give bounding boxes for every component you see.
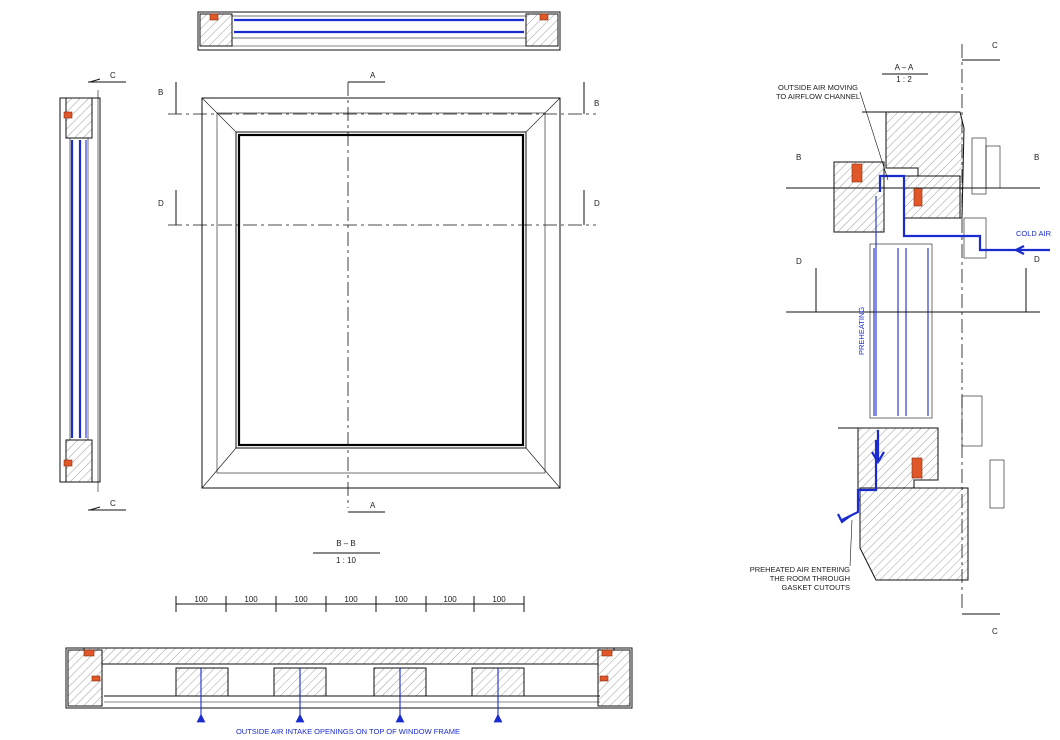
cut-c-label-bottom: C — [110, 499, 116, 508]
side-view-cc: C C — [59, 71, 126, 511]
section-bb-scale-text: 1 : 10 — [336, 556, 357, 565]
section-aa-scale-text: 1 : 2 — [896, 75, 912, 84]
top-plan-view — [197, 11, 561, 51]
outside-air-label-line1: OUTSIDE AIR MOVING — [778, 83, 858, 92]
cut-a-label-bottom: A — [370, 501, 376, 510]
preheating-label: PREHEATING — [857, 307, 866, 355]
cut-d-label-aa-right: D — [1034, 255, 1040, 264]
cut-b-label-aa-left: B — [796, 153, 801, 162]
cut-b-label-left: B — [158, 88, 163, 97]
bottom-section-view: OUTSIDE AIR INTAKE OPENINGS ON TOP OF WI… — [65, 647, 633, 736]
front-elevation: A A B B D D — [158, 71, 600, 513]
dimension-chain: 100 100 100 100 100 100 100 — [175, 595, 525, 612]
preheated-label-line2: THE ROOM THROUGH — [770, 574, 850, 583]
dim-5: 100 — [394, 595, 408, 604]
intake-openings-label: OUTSIDE AIR INTAKE OPENINGS ON TOP OF WI… — [236, 727, 460, 736]
dim-2: 100 — [244, 595, 258, 604]
dim-3: 100 — [294, 595, 308, 604]
cut-c-label-aa-top: C — [992, 41, 998, 50]
cut-d-label-left: D — [158, 199, 164, 208]
cut-c-label-top: C — [110, 71, 116, 80]
dim-1: 100 — [194, 595, 208, 604]
cut-d-label-aa-left: D — [796, 257, 802, 266]
cut-d-label-right: D — [594, 199, 600, 208]
cut-a-label-top: A — [370, 71, 376, 80]
section-bb-title: B – B 1 : 10 — [313, 539, 380, 565]
cut-c-label-aa-bottom: C — [992, 627, 998, 636]
outside-air-label-line2: TO AIRFLOW CHANNEL — [776, 92, 860, 101]
preheated-label-line1: PREHEATED AIR ENTERING — [750, 565, 850, 574]
section-bb-title-text: B – B — [336, 539, 356, 548]
cut-b-label-right: B — [594, 99, 599, 108]
preheated-label-line3: GASKET CUTOUTS — [782, 583, 851, 592]
cold-air-label: COLD AIR — [1016, 229, 1052, 238]
dim-7: 100 — [492, 595, 506, 604]
cut-b-label-aa-right: B — [1034, 153, 1039, 162]
dim-6: 100 — [443, 595, 457, 604]
section-aa: A – A 1 : 2 C C — [750, 41, 1052, 636]
dim-4: 100 — [344, 595, 358, 604]
section-aa-title-text: A – A — [895, 63, 914, 72]
